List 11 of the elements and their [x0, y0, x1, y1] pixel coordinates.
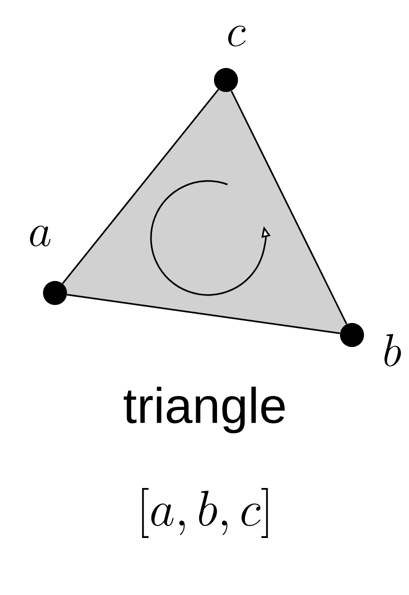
triangle-edge: [230, 90, 348, 324]
triangle-edge: [62, 89, 219, 284]
triangle-edge: [66, 294, 340, 334]
formula: $[a, b, c]$: [142, 488, 268, 538]
vertex-dot: [214, 68, 238, 92]
caption: triangle: [124, 386, 285, 434]
vertex-label: $b$: [384, 334, 401, 366]
vertex-dot: [43, 281, 67, 305]
vertex-label: $a$: [30, 226, 50, 246]
vertex-label: $c$: [228, 26, 246, 46]
vertex-dot: [340, 323, 364, 347]
